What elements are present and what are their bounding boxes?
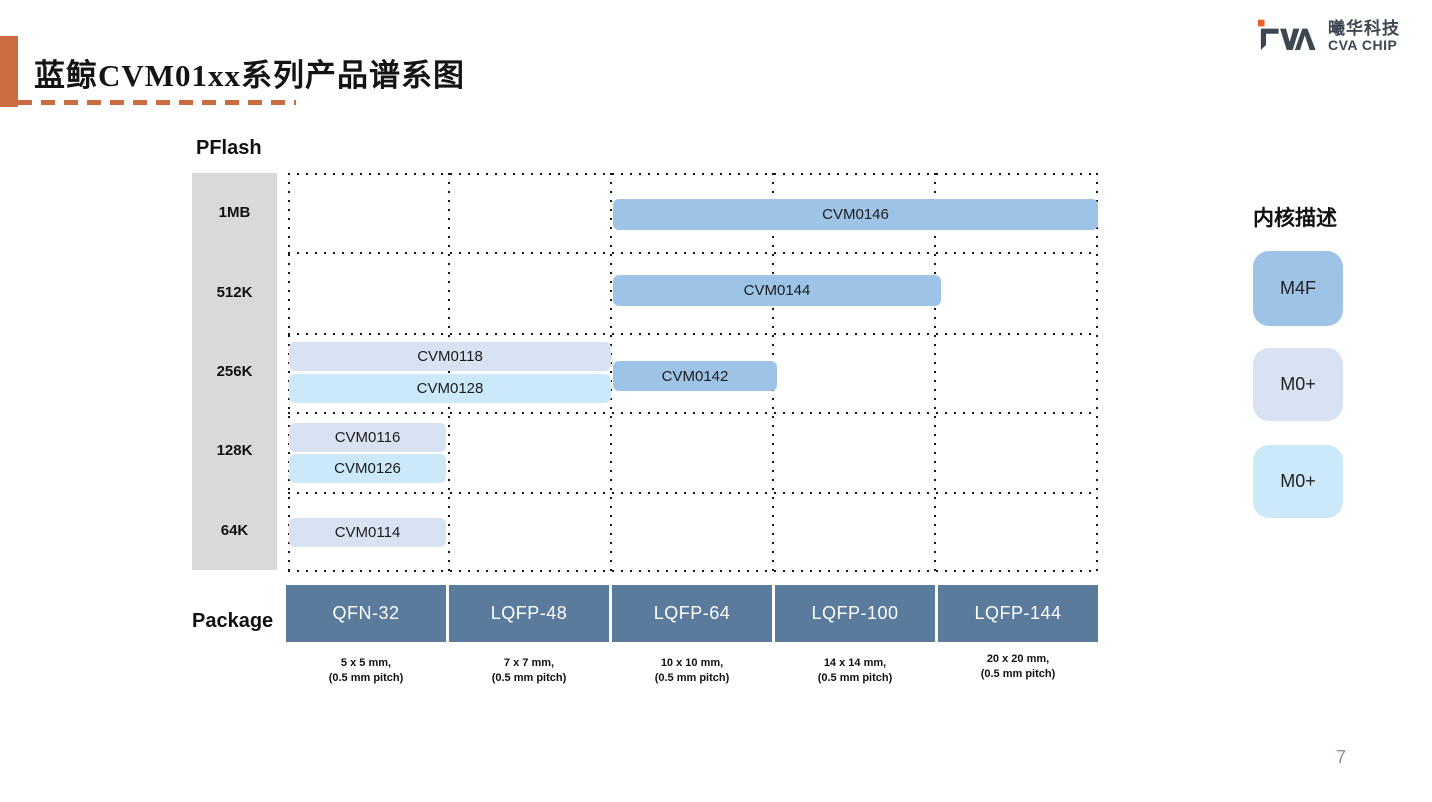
grid-hline [288,570,1098,572]
grid-hline [288,412,1098,414]
dim-size: 14 x 14 mm, [823,657,887,669]
package-lqfp48: LQFP-48 [449,585,609,642]
package-dims-lqfp100: 14 x 14 mm, (0.5 mm pitch) [775,656,935,686]
dim-size: 20 x 20 mm, [986,653,1050,665]
dim-size: 10 x 10 mm, [660,657,724,669]
dim-size: 7 x 7 mm, [503,657,555,669]
flash-size-1mb: 1MB [218,204,251,222]
legend-item-m0plus-cyan: M0+ [1253,445,1343,518]
package-dims-lqfp144: 20 x 20 mm, (0.5 mm pitch) [938,652,1098,686]
flash-size-256k: 256K [216,363,253,381]
page-title: 蓝鲸CVM01xx系列产品谱系图 [34,58,466,93]
product-bar-cvm0118: CVM0118 [289,342,611,371]
grid-vline [610,173,612,572]
product-bar-cvm0146: CVM0146 [613,199,1098,230]
package-qfn32: QFN-32 [286,585,446,642]
dim-pitch: (0.5 mm pitch) [980,667,1056,680]
package-dims-lqfp64: 10 x 10 mm, (0.5 mm pitch) [612,656,772,686]
legend-item-m4f: M4F [1253,251,1343,326]
title-accent-bar [0,36,18,107]
dim-size: 5 x 5 mm, [340,657,392,669]
x-axis-label: Package [192,610,274,632]
grid-hline [288,252,1098,254]
flash-size-axis: 1MB 512K 256K 128K 64K [192,173,277,570]
page-number: 7 [1336,747,1347,767]
package-header-row: QFN-32 LQFP-48 LQFP-64 LQFP-100 LQFP-144 [286,585,1098,642]
grid-vline [448,173,450,572]
flash-size-64k: 64K [220,521,249,539]
flash-size-128k: 128K [216,442,253,460]
grid-vline [1096,173,1098,572]
dim-pitch: (0.5 mm pitch) [328,671,404,684]
package-lqfp100: LQFP-100 [775,585,935,642]
title-underline-dashes [18,100,296,105]
package-dims-qfn32: 5 x 5 mm, (0.5 mm pitch) [286,656,446,686]
grid-vline [288,173,290,572]
product-bar-cvm0126: CVM0126 [289,454,446,483]
grid-hline [288,333,1098,335]
product-bar-cvm0144: CVM0144 [613,275,941,306]
company-name-cn: 曦华科技 [1328,18,1400,38]
dim-pitch: (0.5 mm pitch) [491,671,567,684]
company-logo: 曦华科技 CVA CHIP [1252,14,1400,58]
product-bar-cvm0114: CVM0114 [289,518,446,547]
flash-size-512k: 512K [216,283,253,301]
legend-title: 内核描述 [1253,207,1337,230]
dim-pitch: (0.5 mm pitch) [817,671,893,684]
cva-logo-icon [1257,19,1316,51]
package-dims-lqfp48: 7 x 7 mm, (0.5 mm pitch) [449,656,609,686]
product-bar-cvm0128: CVM0128 [289,374,611,403]
y-axis-label: PFlash [196,137,262,159]
legend-item-m0plus-lavender: M0+ [1253,348,1343,421]
product-bar-cvm0142: CVM0142 [613,361,777,391]
company-name-en: CVA CHIP [1328,36,1398,53]
dim-pitch: (0.5 mm pitch) [654,671,730,684]
logo-text: 曦华科技 CVA CHIP [1328,18,1400,53]
grid-vline [934,173,936,572]
grid-hline [288,492,1098,494]
grid-hline [288,173,1098,175]
product-bar-cvm0116: CVM0116 [289,423,446,452]
package-lqfp64: LQFP-64 [612,585,772,642]
package-lqfp144: LQFP-144 [938,585,1098,642]
package-dimension-row: 5 x 5 mm, (0.5 mm pitch) 7 x 7 mm, (0.5 … [286,653,1098,686]
